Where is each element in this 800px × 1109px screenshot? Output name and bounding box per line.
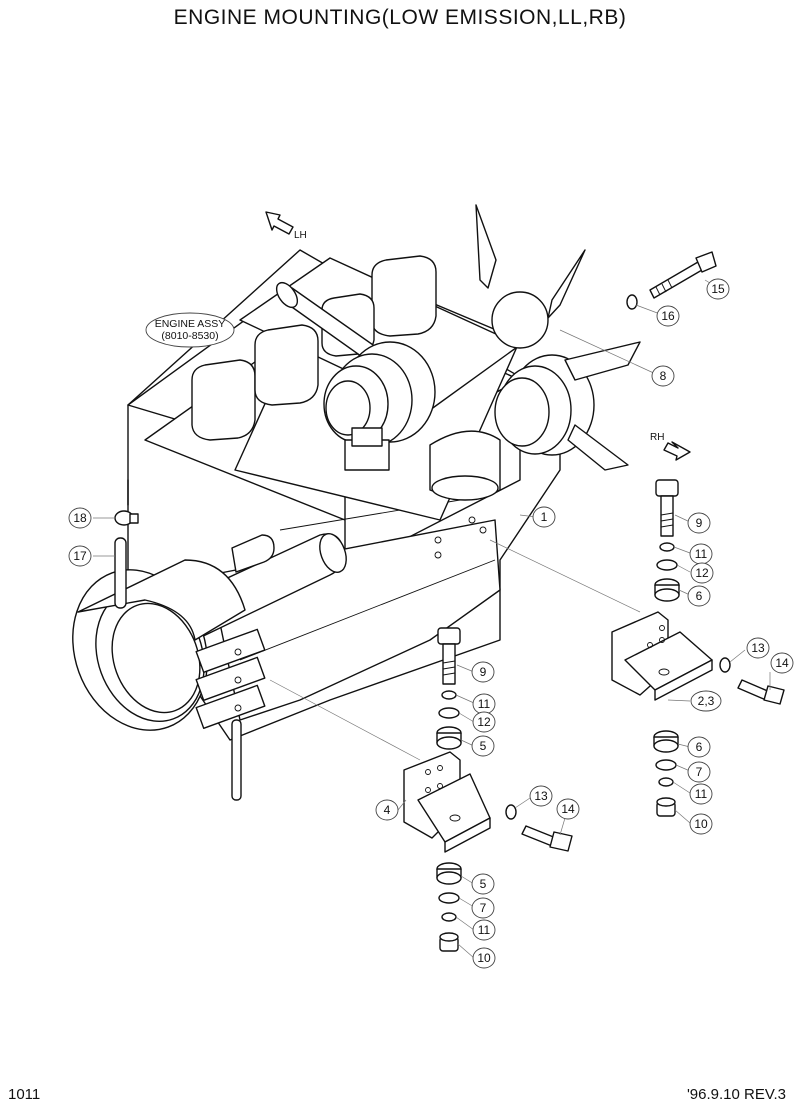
callout-label: 10 <box>694 817 708 831</box>
direction-lh-label: LH <box>294 230 307 241</box>
callout-label: 16 <box>661 309 675 323</box>
callout-label: 2,3 <box>698 694 715 708</box>
callout-c23: 2,3 <box>690 690 722 712</box>
callout-label: 6 <box>696 589 703 603</box>
callout-label: 11 <box>695 787 708 801</box>
callout-label: 5 <box>480 877 487 891</box>
callout-label: 5 <box>480 739 487 753</box>
callout-label: 4 <box>384 803 391 817</box>
page-title: ENGINE MOUNTING(LOW EMISSION,LL,RB) <box>173 6 627 29</box>
callout-label: 7 <box>480 901 487 915</box>
callout-c17: 17 <box>68 545 92 567</box>
callout-c13l: 13 <box>529 785 553 807</box>
callout-label: 10 <box>477 951 491 965</box>
callout-label: 11 <box>695 547 708 561</box>
callout-label: 12 <box>695 566 709 580</box>
direction-rh-label: RH <box>650 432 664 443</box>
direction-arrow-lh: LH <box>265 211 307 241</box>
callout-c6r: 6 <box>687 585 711 607</box>
callout-c16: 16 <box>656 305 680 327</box>
callout-c14r: 14 <box>770 652 794 674</box>
callout-c7l: 7 <box>471 897 495 919</box>
callout-c13r: 13 <box>746 637 770 659</box>
bolt-15 <box>649 251 717 299</box>
page-number: 1011 <box>8 1086 41 1103</box>
callout-c5l2: 5 <box>471 873 495 895</box>
callout-label: 6 <box>696 740 703 754</box>
callout-c6r2: 6 <box>687 736 711 758</box>
callout-label: 11 <box>478 923 491 937</box>
callout-c1: 1 <box>532 506 556 528</box>
callout-c5l: 5 <box>471 735 495 757</box>
direction-arrow-rh: RH <box>650 432 691 461</box>
callout-label: 8 <box>660 369 667 383</box>
callout-c12r: 12 <box>690 562 714 584</box>
washer-16 <box>626 294 638 310</box>
callout-c8: 8 <box>651 365 675 387</box>
callout-c9r: 9 <box>687 512 711 534</box>
callout-label: 17 <box>73 549 87 563</box>
left-mount-hardware <box>403 627 573 952</box>
callout-label: 12 <box>477 715 491 729</box>
callout-label: 18 <box>73 511 87 525</box>
callout-label: 7 <box>696 765 703 779</box>
callout-c10l: 10 <box>472 947 496 969</box>
engine-assy-label-line2: (8010-8530) <box>161 330 218 342</box>
callout-label: 15 <box>711 282 725 296</box>
callout-c9l: 9 <box>471 661 495 683</box>
callout-c12l: 12 <box>472 711 496 733</box>
callout-c4: 4 <box>375 799 399 821</box>
callout-c7r: 7 <box>687 761 711 783</box>
leader-lines <box>93 279 771 959</box>
engine-assy-label: ENGINE ASSY (8010-8530) <box>145 312 235 348</box>
callout-label: 1 <box>541 510 548 524</box>
callout-c18: 18 <box>68 507 92 529</box>
callout-label: 11 <box>478 697 491 711</box>
engine-assembly <box>72 204 641 801</box>
callout-label: 13 <box>534 789 548 803</box>
callout-c11l: 11 <box>472 693 496 715</box>
callout-label: 9 <box>480 665 487 679</box>
callout-c15: 15 <box>706 278 730 300</box>
callout-c11l2: 11 <box>472 919 496 941</box>
revision-label: '96.9.10 REV.3 <box>686 1086 786 1103</box>
engine-assy-label-line1: ENGINE ASSY <box>155 318 226 330</box>
callout-label: 9 <box>696 516 703 530</box>
callout-label: 14 <box>561 802 575 816</box>
callout-label: 14 <box>775 656 789 670</box>
part-callouts: 15 16 8 1 18 17 9 11 12 6 13 14 2,3 6 7 11 10 9 11 12 5 4 13 14… <box>68 278 794 969</box>
right-mount-hardware <box>611 479 785 817</box>
callout-c11r: 11 <box>689 543 713 565</box>
callout-c10r: 10 <box>689 813 713 835</box>
callout-label: 13 <box>751 641 765 655</box>
callout-c14l: 14 <box>556 798 580 820</box>
callout-c11r2: 11 <box>689 783 713 805</box>
